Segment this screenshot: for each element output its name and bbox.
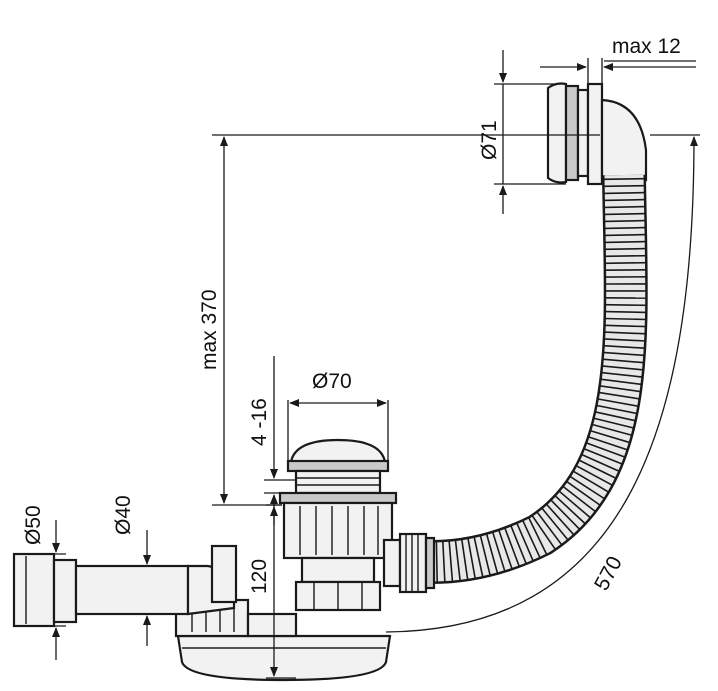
hose-rib: [479, 534, 492, 577]
hose-rib: [603, 177, 646, 181]
hose-rib: [531, 514, 557, 551]
hose-rib: [578, 459, 617, 480]
hose-rib: [603, 184, 646, 188]
label-max-370: max 370: [198, 289, 221, 370]
trap-bowl: [174, 598, 392, 682]
hose-rib: [583, 447, 623, 466]
hose-rib: [604, 261, 647, 265]
hose-rib: [558, 490, 592, 519]
hose-rib: [599, 385, 642, 393]
hose-rib: [497, 529, 513, 570]
hose-rib: [565, 480, 601, 507]
hose-rib: [601, 371, 643, 378]
hose-rib: [604, 303, 647, 307]
hose-rib: [598, 391, 641, 400]
hose-rib: [591, 423, 633, 437]
hose-rib: [485, 533, 499, 575]
hose-rib: [545, 503, 575, 536]
hose-rib: [604, 247, 647, 251]
hose-rib: [596, 404, 638, 415]
drain-body: [278, 438, 436, 612]
label-diameter-71: Ø71: [478, 120, 501, 160]
hose-rib: [575, 464, 614, 487]
hose-rib: [540, 507, 569, 541]
hose-rib: [603, 205, 646, 209]
hose-rib: [562, 485, 597, 513]
hose-rib: [602, 351, 645, 357]
hose-rib: [603, 344, 646, 349]
hose-rib: [593, 417, 635, 429]
hose-rib: [600, 378, 643, 386]
hose-rib: [601, 365, 644, 371]
hose-rib: [604, 254, 647, 258]
hose-rib: [589, 429, 631, 444]
label-570: 570: [590, 553, 627, 595]
label-diameter-40: Ø40: [112, 495, 135, 535]
label-120: 120: [248, 559, 271, 594]
label-diameter-50: Ø50: [22, 505, 45, 545]
hose-rib: [594, 411, 637, 422]
dimension-lines: [14, 50, 700, 679]
hose-rib: [550, 499, 581, 531]
hose-rib: [467, 537, 477, 580]
hose-rib: [448, 540, 454, 583]
hose-rib: [554, 494, 587, 525]
hose-rib: [509, 524, 528, 565]
flexible-hose: [431, 174, 648, 584]
hose-rib: [572, 470, 610, 493]
hose-rib: [604, 233, 647, 237]
hose-rib: [473, 536, 484, 578]
label-max-12: max 12: [612, 35, 681, 58]
hose-rib: [587, 435, 629, 451]
hose-rib: [503, 527, 521, 568]
hose-rib: [585, 441, 626, 458]
hose-rib: [603, 331, 647, 335]
hose-rib: [603, 338, 646, 342]
hose-rib: [442, 540, 446, 583]
hose-rib: [435, 540, 438, 583]
hose-rib: [604, 240, 647, 244]
overflow-head: [546, 82, 648, 186]
hose-rib: [603, 212, 646, 216]
label-4-16: 4 -16: [248, 398, 271, 446]
hose-rib: [604, 317, 647, 321]
hose-rib: [460, 538, 469, 581]
hose-rib: [603, 191, 646, 195]
hose-rib: [569, 475, 606, 500]
hose-rib: [454, 539, 461, 582]
hose-rib: [536, 511, 563, 546]
hose-rib: [602, 358, 645, 364]
hose-rib: [603, 198, 646, 202]
hose-rib: [491, 531, 506, 573]
label-diameter-70: Ø70: [312, 370, 352, 393]
hose-rib: [521, 519, 541, 559]
hose-rib: [515, 522, 535, 562]
hose-rib: [603, 226, 647, 230]
hose-rib: [527, 516, 548, 556]
outlet-pipe: [12, 544, 238, 628]
hose-rib: [580, 453, 621, 473]
hose-rib: [604, 310, 647, 314]
hose-rib: [603, 219, 646, 223]
hose-rib: [604, 324, 647, 328]
hose-rib: [597, 398, 639, 408]
